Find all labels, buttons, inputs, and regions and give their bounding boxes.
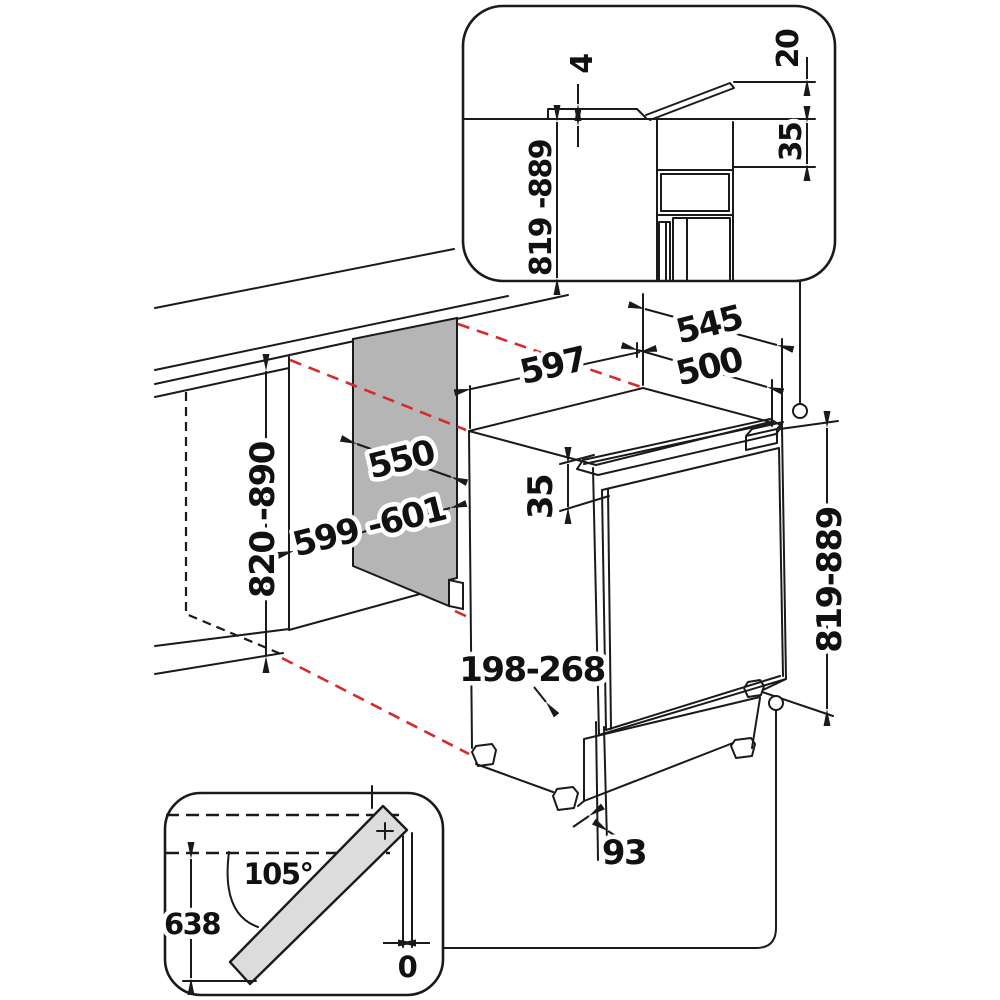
dim-line-500 xyxy=(620,341,785,396)
duct-box-inner xyxy=(660,173,730,212)
dim-label-flap-thickness: 4 xyxy=(565,54,600,74)
fridge-foot-back-left xyxy=(471,743,497,767)
dim-label-plinth-height: 198-268 xyxy=(459,650,605,690)
fridge-plinth xyxy=(583,678,787,802)
fridge-foot-front-right xyxy=(730,737,756,759)
fridge-foot-front-left xyxy=(552,786,579,811)
dim-label-appliance-width: 597 xyxy=(516,339,590,393)
projection-line-bottom-right xyxy=(454,609,469,619)
bottom-inset-door-swing: 105° 638 0 xyxy=(159,785,445,997)
fridge xyxy=(468,387,787,811)
projection-line-bottom-left xyxy=(281,656,470,756)
leader-bottom-inset xyxy=(442,709,777,949)
section-door-lines xyxy=(656,118,734,282)
duct-box-outer xyxy=(656,169,734,216)
callout-leaders xyxy=(442,280,808,949)
bottom-inset-frame xyxy=(163,791,445,997)
dim-label-vent-gap: 35 xyxy=(774,123,809,162)
leader-198-268 xyxy=(533,686,560,718)
open-door-panel xyxy=(228,804,409,986)
dim-line-599-601 xyxy=(276,500,468,559)
zero-ref-lines xyxy=(402,832,413,948)
angle-arc xyxy=(226,851,259,928)
vent-flap-plate xyxy=(547,108,647,120)
plus-icon xyxy=(376,822,394,840)
dim-label-niche-height: 820 -890 xyxy=(243,441,283,598)
top-inset-vent-section: 819 -889 4 20 35 xyxy=(461,4,837,295)
fridge-front-face xyxy=(592,427,787,736)
dim-label-foot-setback: 93 xyxy=(602,833,646,873)
fridge-top-face xyxy=(468,387,771,466)
fridge-side-face xyxy=(468,430,585,807)
fridge-vent-grille xyxy=(576,418,783,476)
dim-label-flap-opening: 20 xyxy=(771,29,806,68)
dim-label-top-clearance: 35 xyxy=(521,475,561,519)
rear-panel-foot-notch xyxy=(448,578,464,611)
dim-line-597 xyxy=(453,344,658,397)
top-inset-frame xyxy=(461,4,837,283)
fridge-foot-back-right xyxy=(743,679,765,698)
vent-flap-open xyxy=(645,82,735,121)
hidden-cabinet-edges xyxy=(184,392,282,656)
dim-line-545 xyxy=(627,301,795,353)
fridge-door xyxy=(601,447,784,731)
dim-label-side-clearance: 0 xyxy=(398,950,417,984)
dimensions-main: 597 545 500 550 599 -601 820 -890 35 819… xyxy=(239,293,855,878)
projection-line-top-left xyxy=(289,358,467,432)
dim-label-section-niche-height: 819 -889 xyxy=(524,140,559,276)
cabinet-niche xyxy=(154,248,569,675)
arrow-93-left xyxy=(572,803,605,828)
dim-label-hinge-height: 638 xyxy=(164,907,220,941)
arrow-93-right xyxy=(591,818,624,842)
dim-label-door-angle: 105° xyxy=(243,857,312,891)
dim-label-appliance-height: 819-889 xyxy=(810,507,850,653)
fridge-cross-section xyxy=(656,118,734,282)
dim-line-550 xyxy=(339,435,469,486)
callout-circle-top xyxy=(792,403,808,419)
callout-circle-bottom xyxy=(768,695,784,711)
